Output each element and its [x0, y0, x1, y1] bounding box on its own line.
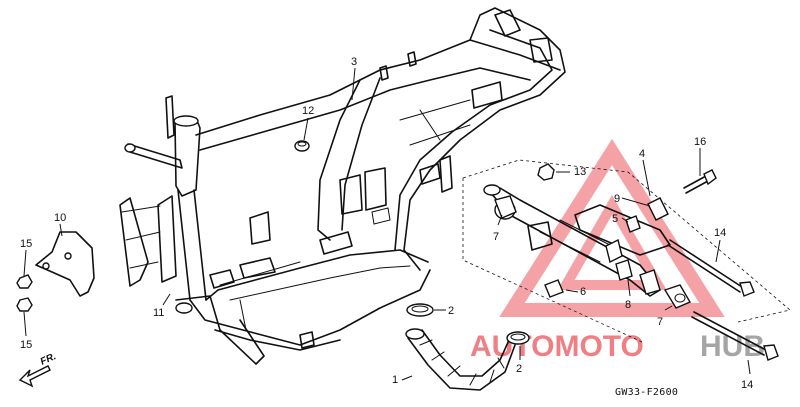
bushing-part-7-left [494, 195, 517, 219]
callout-5: 5 [612, 213, 618, 225]
callout-16: 16 [694, 136, 706, 148]
callout-7-right: 7 [657, 316, 663, 328]
hose-part-1 [405, 328, 516, 391]
watermark-hub-text: HUB [700, 330, 765, 363]
callout-12: 14 [714, 227, 726, 239]
callout-3: 3 [351, 56, 357, 68]
nut-part-15-upper [16, 274, 33, 289]
callout-2-lower: 2 [516, 363, 522, 375]
rubber-part-6 [544, 279, 564, 298]
callout-14-right: 13 [574, 166, 586, 178]
bracket-part-10 [35, 231, 95, 297]
callout-9: 9 [614, 193, 620, 205]
figure-code: GW33-F2600 [615, 387, 678, 398]
grommet-part-14-upper [294, 140, 310, 152]
front-direction-label: FR. [39, 351, 58, 368]
callout-7-left: 7 [493, 231, 499, 243]
bushing-part-7-right [663, 284, 692, 309]
bolt-part-12 [667, 239, 755, 297]
callout-8: 8 [625, 299, 631, 311]
bushing-part-9 [647, 197, 669, 221]
front-direction-arrow: FR. [18, 351, 58, 388]
callout-4: 4 [639, 148, 645, 160]
clamp-part-2-upper [406, 303, 434, 317]
callout-11: 11 [153, 307, 164, 319]
callout-10: 10 [54, 212, 66, 224]
watermark-logo: AUTOMOTO HUB [470, 138, 765, 363]
engine-hanger-assembly-outline [462, 159, 791, 343]
callout-2-upper: 2 [448, 305, 454, 317]
collar-part-5 [605, 215, 641, 264]
callout-15-lower: 15 [20, 339, 32, 351]
callout-numbers: 3 12 10 15 15 11 2 1 2 13 4 16 9 5 6 8 7… [20, 56, 753, 391]
callout-14-upper: 12 [302, 105, 314, 117]
nut-part-14-right [537, 163, 555, 181]
nut-part-15-lower [16, 297, 33, 312]
bolt-part-13 [691, 311, 779, 361]
leader-lines [23, 67, 751, 381]
callout-1: 1 [392, 374, 398, 386]
callout-6: 6 [580, 286, 586, 298]
watermark-auto-text: AUTOMOTO [470, 330, 644, 363]
bolt-part-16 [683, 169, 717, 194]
main-frame-part [119, 7, 566, 365]
callout-15-upper: 15 [20, 238, 32, 250]
clamp-part-2-lower [506, 331, 530, 345]
collar-part-8 [615, 259, 661, 295]
callout-13: 14 [741, 379, 753, 391]
